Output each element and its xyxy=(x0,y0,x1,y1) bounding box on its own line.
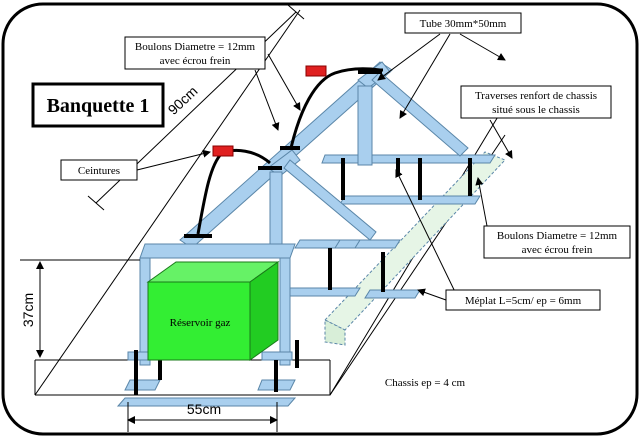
callout-bolts-right: Boulons Diametre = 12mm avec écrou frein xyxy=(483,225,631,259)
callout-crossbars: Traverses renfort de chassis situé sous … xyxy=(460,85,612,119)
callout-bolts-top: Boulons Diametre = 12mm avec écrou frein xyxy=(124,36,266,70)
callout-bolts-right-line2: avec écrou frein xyxy=(522,244,593,256)
diagram-title: Banquette 1 xyxy=(47,95,150,117)
gas-tank xyxy=(146,261,280,361)
callout-tube: Tube 30mm*50mm xyxy=(404,12,522,34)
belt-anchor-right xyxy=(305,65,327,77)
belt-anchors xyxy=(212,65,327,157)
callout-belts: Ceintures xyxy=(60,159,138,181)
dimension-width: 55cm xyxy=(187,401,221,417)
bolts xyxy=(134,158,472,395)
callout-tube-text: Tube 30mm*50mm xyxy=(420,18,507,30)
dimension-height: 37cm xyxy=(20,293,36,327)
belt-anchor-left xyxy=(212,145,234,157)
tank-label: Réservoir gaz xyxy=(170,317,231,329)
chassis-label: Chassis ep = 4 cm xyxy=(385,377,466,389)
callout-crossbars-line1: Traverses renfort de chassis xyxy=(475,90,597,102)
dimension-length: 90cm xyxy=(165,83,201,118)
belt-buckles xyxy=(184,70,382,238)
callout-crossbars-line2: situé sous le chassis xyxy=(492,104,580,116)
callout-flat-bar-text: Méplat L=5cm/ ep = 6mm xyxy=(465,295,582,307)
callout-belts-text: Ceintures xyxy=(78,165,120,177)
title-box xyxy=(31,82,165,128)
callout-bolts-right-line1: Boulons Diametre = 12mm xyxy=(497,230,618,242)
callout-bolts-top-line2: avec écrou frein xyxy=(160,55,231,67)
callout-bolts-top-line1: Boulons Diametre = 12mm xyxy=(135,41,256,53)
callout-flat-bar: Méplat L=5cm/ ep = 6mm xyxy=(445,289,601,311)
